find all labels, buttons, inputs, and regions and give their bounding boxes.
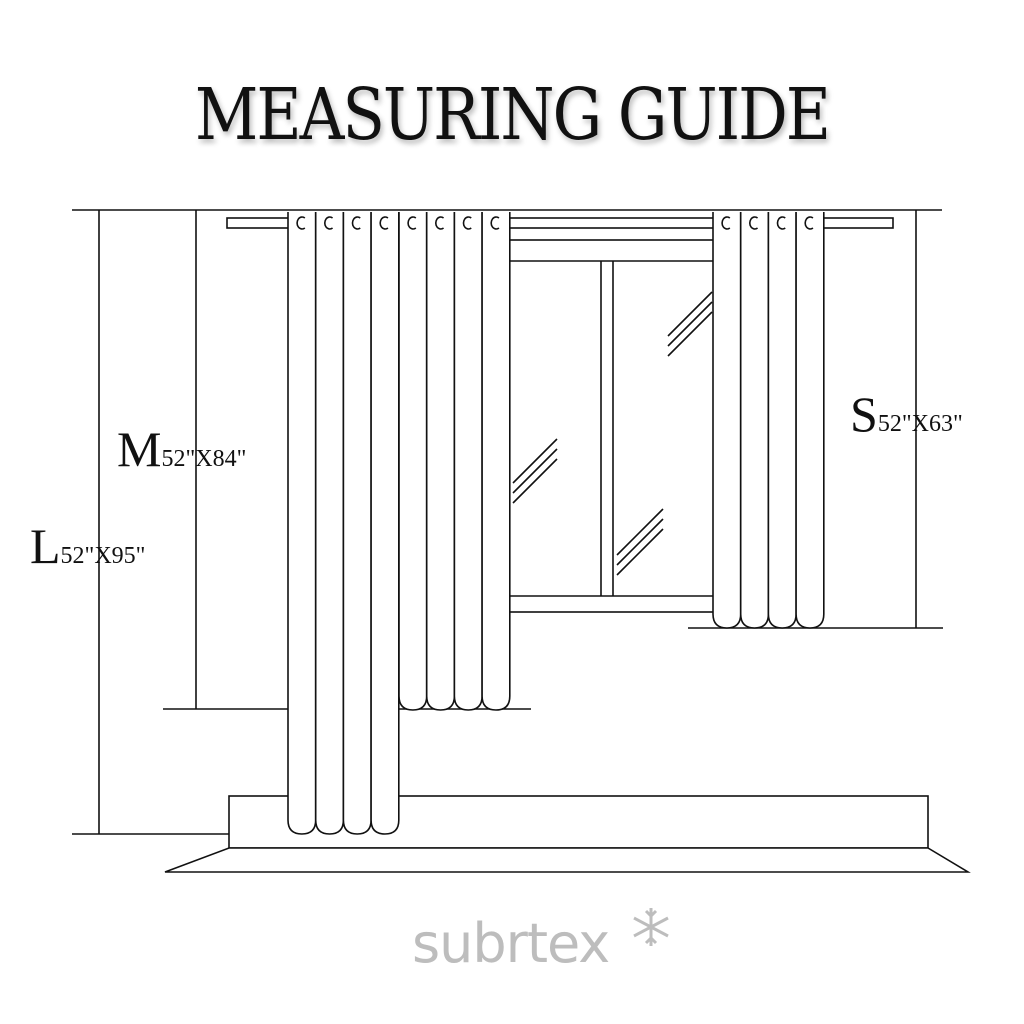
size-dimensions: 52"X63"	[877, 411, 963, 437]
grommet-ring	[351, 216, 361, 230]
brand-name: subrtex	[412, 912, 610, 975]
medium-curtain-panel	[398, 212, 428, 711]
short-curtain-panel	[767, 212, 797, 629]
grommet-ring	[435, 216, 445, 230]
grommet-ring	[296, 216, 306, 230]
size-letter: L	[30, 518, 61, 574]
floor-base	[164, 847, 971, 873]
long-curtain-panel	[342, 212, 372, 835]
long-curtain-panel	[314, 212, 345, 835]
size-label-m: M52"X84"	[117, 420, 246, 478]
brand-logo: subrtex	[412, 908, 669, 975]
grommet-ring	[749, 216, 759, 230]
snowflake-icon	[633, 908, 669, 946]
short-curtain-panel	[739, 212, 770, 629]
grommet-ring	[379, 216, 389, 230]
grommet-ring	[407, 216, 417, 230]
size-label-s: S52"X63"	[850, 385, 963, 443]
window	[508, 239, 716, 613]
size-dimensions: 52"X84"	[161, 446, 247, 472]
medium-curtain-panel	[453, 212, 483, 711]
page-title: MEASURING GUIDE	[194, 72, 831, 157]
size-letter: S	[850, 386, 878, 442]
curtain-rod	[226, 217, 894, 229]
grommet-ring	[721, 216, 731, 230]
short-curtain-panel	[795, 212, 825, 629]
long-curtain-panel	[370, 212, 400, 835]
size-dimensions: 52"X95"	[60, 543, 146, 569]
long-curtain-panel	[287, 212, 317, 835]
grommet-ring	[324, 216, 334, 230]
short-curtain-panel	[712, 212, 742, 629]
grommet-ring	[490, 216, 500, 230]
size-letter: M	[117, 421, 162, 477]
curtain-panels	[287, 212, 825, 835]
grommet-ring	[776, 216, 786, 230]
grommet-ring	[462, 216, 472, 230]
size-label-l: L52"X95"	[30, 517, 145, 575]
medium-curtain-panel	[481, 212, 511, 711]
medium-curtain-panel	[425, 212, 456, 711]
grommet-ring	[804, 216, 814, 230]
